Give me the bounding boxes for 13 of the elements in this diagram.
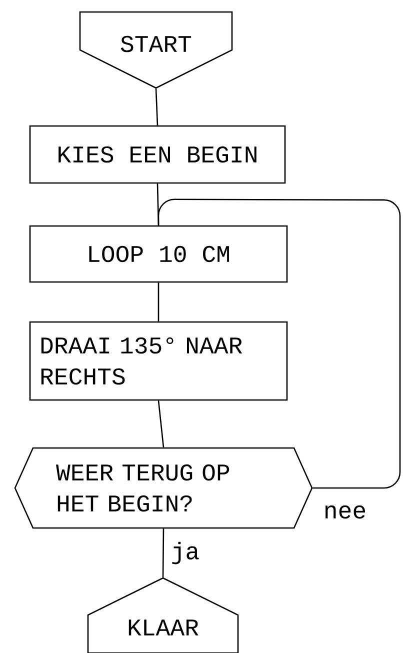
connector-line — [155, 88, 158, 126]
connector-line — [158, 400, 164, 448]
end-terminal: KLAAR — [87, 577, 239, 653]
edge-label: nee — [322, 504, 368, 520]
connector-line — [162, 528, 164, 578]
edge-label: ja — [170, 540, 201, 566]
process-box: DRAAI 135° NAAR RECHTS — [29, 321, 288, 401]
process-box: LOOP 10 CM — [29, 225, 288, 283]
connector-line — [158, 198, 401, 489]
process-box: KIES EEN BEGIN — [29, 125, 286, 184]
decision-hexagon: WEER TERUG OP HET BEGIN? — [14, 447, 313, 529]
start-terminal: START — [79, 11, 233, 89]
connector-line — [158, 282, 160, 322]
